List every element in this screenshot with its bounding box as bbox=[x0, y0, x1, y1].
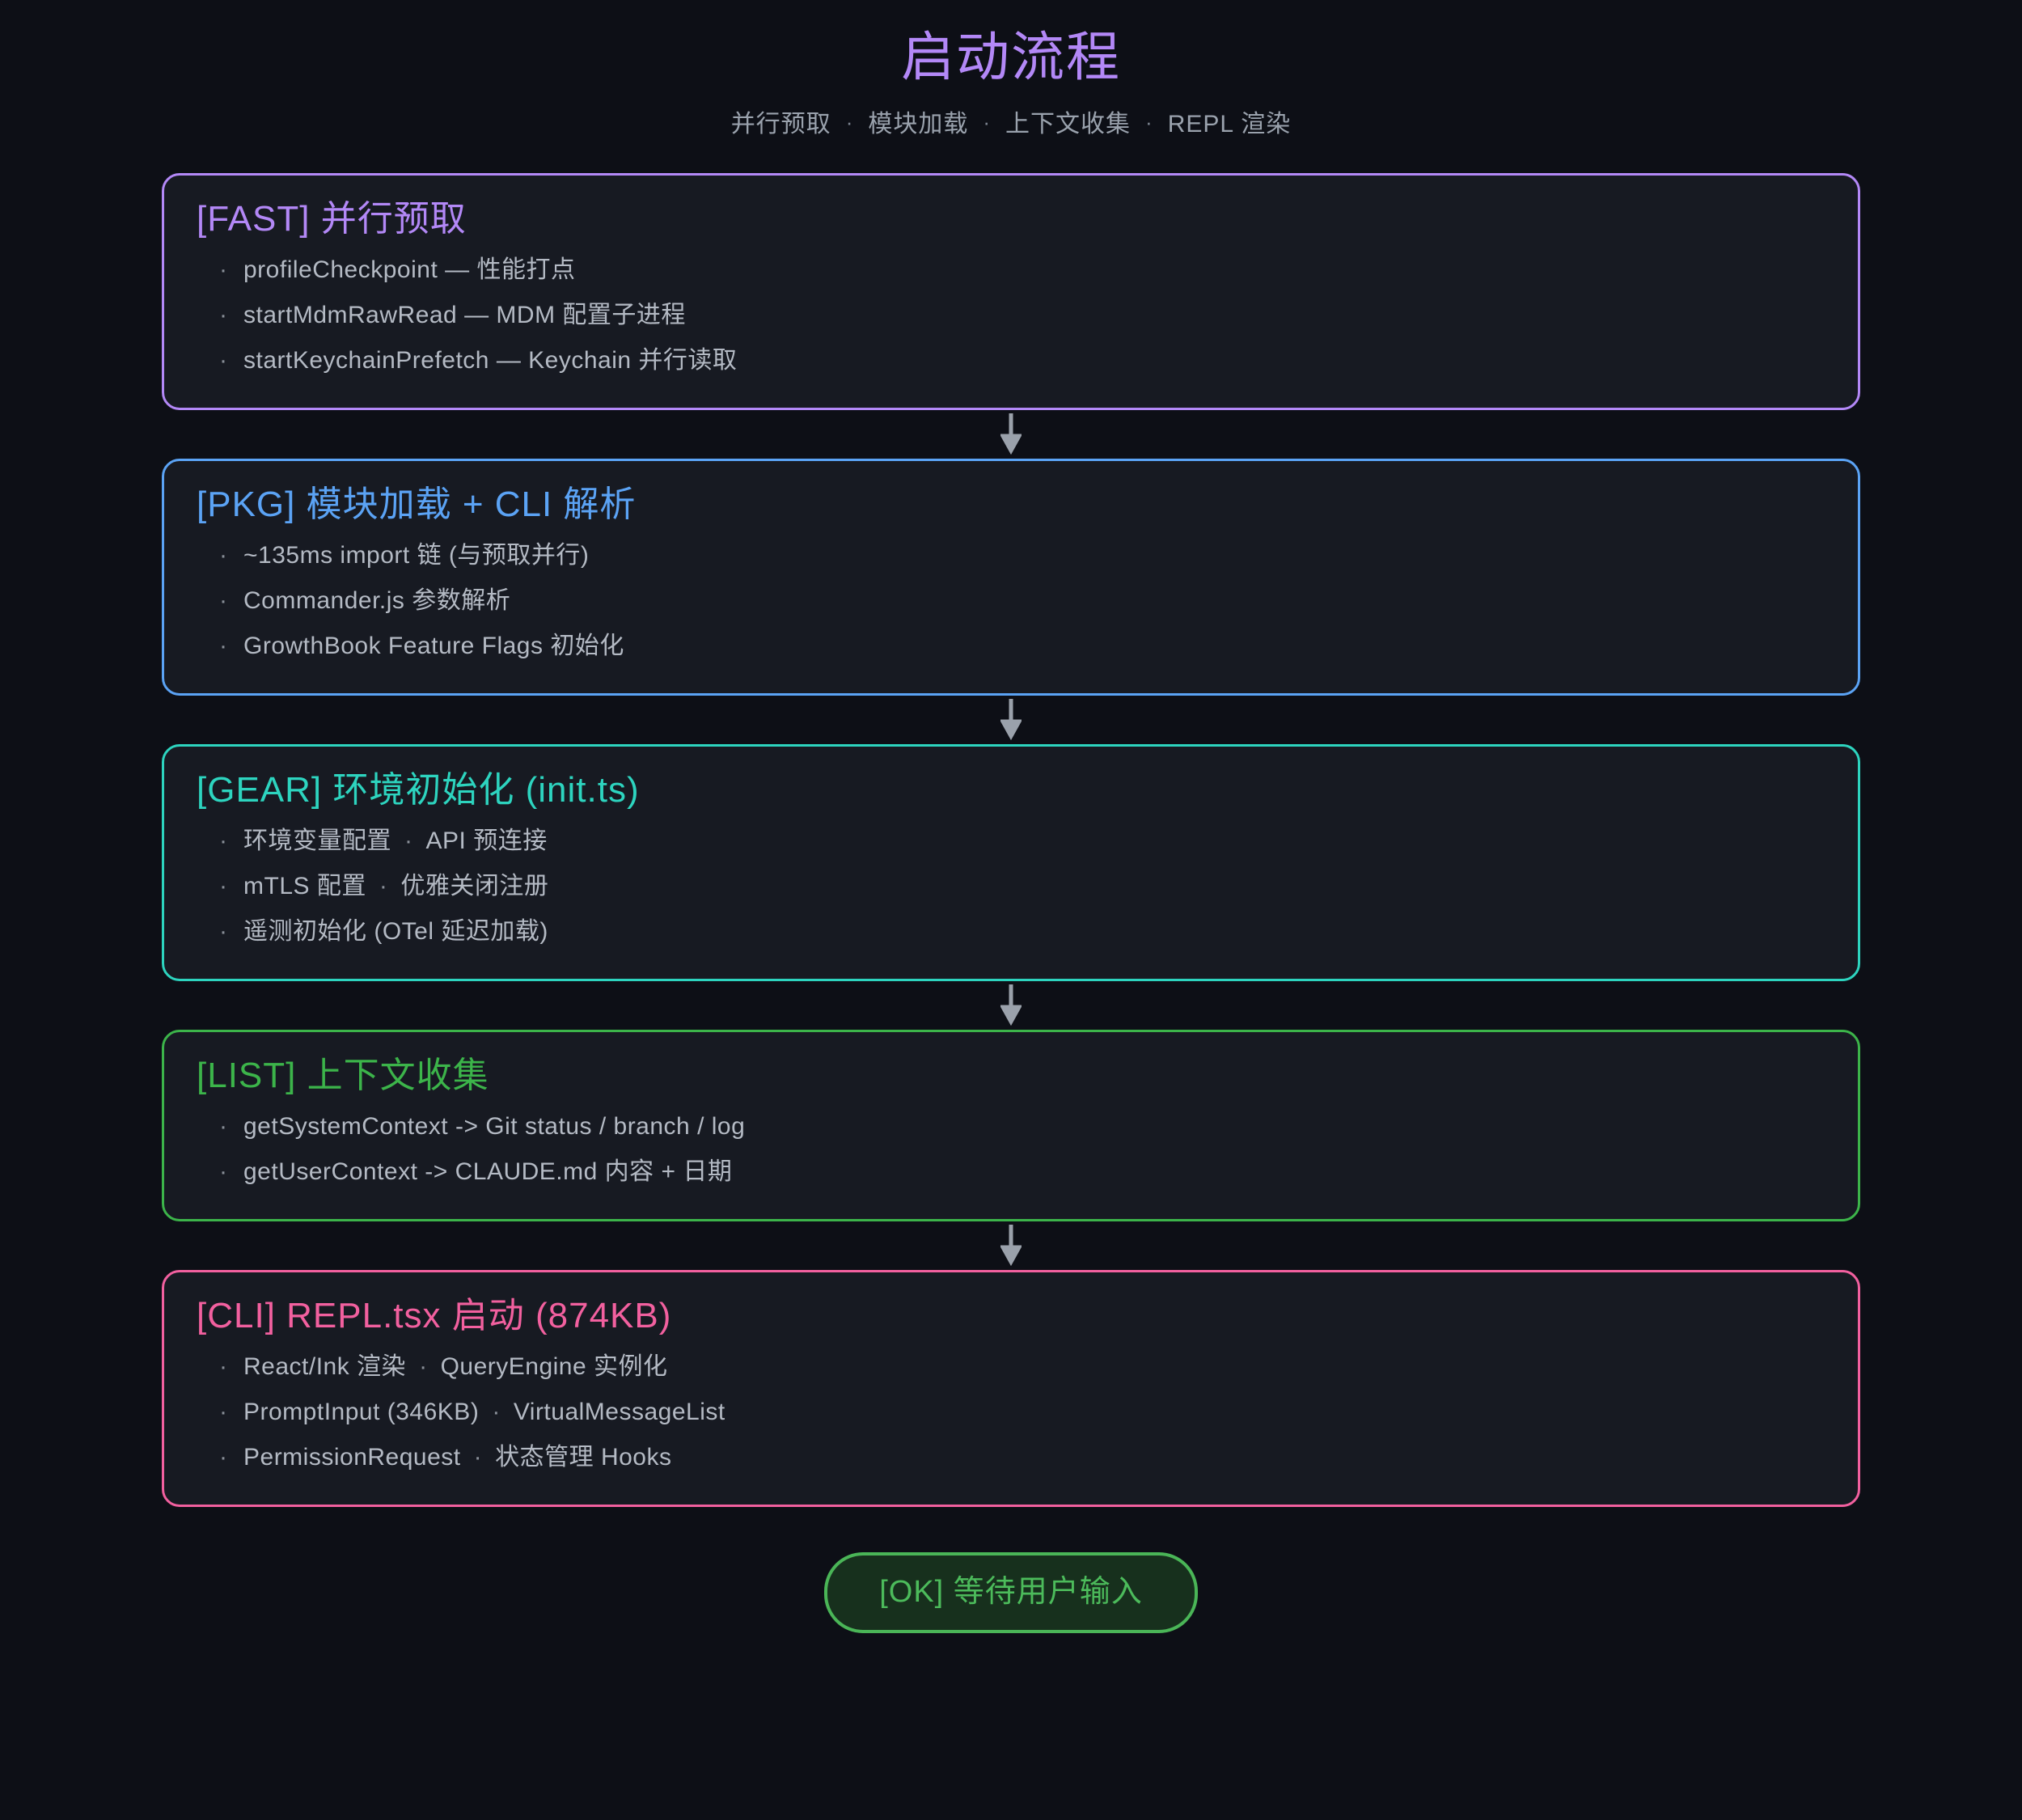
flow-step-card-gear: [GEAR] 环境初始化 (init.ts) · 环境变量配置 · API 预连接 · mT… bbox=[162, 743, 1860, 981]
subtitle-segment: REPL 渲染 bbox=[1167, 110, 1292, 138]
list-item: · PermissionRequest · 状态管理 Hooks bbox=[197, 1435, 1825, 1480]
flow-connector bbox=[162, 981, 1860, 1030]
list-item: · Commander.js 参数解析 bbox=[197, 578, 1825, 624]
list-item: · 遥测初始化 (OTel 延迟加载) bbox=[197, 909, 1825, 954]
diagram-footer: [OK] 等待用户输入 bbox=[0, 1507, 2022, 1633]
list-item-text: API 预连接 bbox=[425, 827, 548, 854]
arrow-down-icon bbox=[1000, 698, 1022, 741]
bullet-dot-icon: · bbox=[219, 1158, 228, 1185]
list-item-text: VirtualMessageList bbox=[513, 1398, 725, 1425]
bullet-dot-icon: · bbox=[219, 872, 228, 899]
list-item: · React/Ink 渲染 · QueryEngine 实例化 bbox=[197, 1344, 1825, 1390]
list-item-text: startKeychainPrefetch — Keychain 并行读取 bbox=[243, 346, 738, 374]
flow-step-title: [CLI] REPL.tsx 启动 (874KB) bbox=[197, 1295, 672, 1335]
list-item-text: mTLS 配置 bbox=[243, 872, 366, 899]
inline-separator: · bbox=[473, 1443, 483, 1471]
bullet-dot-icon: · bbox=[219, 827, 228, 854]
list-item-text: Commander.js 参数解析 bbox=[243, 586, 511, 614]
subtitle-separator: · bbox=[1145, 109, 1153, 134]
list-item-text: getSystemContext -> Git status / branch … bbox=[243, 1112, 746, 1140]
inline-separator: · bbox=[404, 827, 413, 854]
inline-separator: · bbox=[492, 1398, 501, 1425]
flow-step-item-list: · React/Ink 渲染 · QueryEngine 实例化 · PromptInpu… bbox=[197, 1344, 1825, 1480]
subtitle-segment: 模块加载 bbox=[868, 110, 969, 138]
bullet-dot-icon: · bbox=[219, 301, 228, 328]
list-item-text: 状态管理 Hooks bbox=[495, 1443, 672, 1471]
subtitle-separator: · bbox=[983, 109, 992, 134]
arrow-down-icon bbox=[1000, 413, 1022, 455]
list-item: · GrowthBook Feature Flags 初始化 bbox=[197, 624, 1825, 669]
flow-step-title: [LIST] 上下文收集 bbox=[197, 1055, 489, 1095]
flow-step-card-list: [LIST] 上下文收集 · getSystemContext -> Git sta… bbox=[162, 1029, 1860, 1221]
flow-step-item-list: · ~135ms import 链 (与预取并行) · Commander.js 参数… bbox=[197, 533, 1825, 669]
flow-step-title: [GEAR] 环境初始化 (init.ts) bbox=[197, 769, 640, 810]
list-item: · 环境变量配置 · API 预连接 bbox=[197, 819, 1825, 864]
bullet-dot-icon: · bbox=[219, 541, 228, 569]
bullet-dot-icon: · bbox=[219, 586, 228, 614]
list-item-text: profileCheckpoint — 性能打点 bbox=[243, 256, 576, 283]
page-title: 启动流程 bbox=[901, 27, 1121, 87]
flow-step-card-fast: [FAST] 并行预取 · profileCheckpoint — 性能打点 · sta… bbox=[162, 172, 1860, 410]
list-item: · ~135ms import 链 (与预取并行) bbox=[197, 533, 1825, 578]
bullet-dot-icon: · bbox=[219, 1112, 228, 1140]
bullet-dot-icon: · bbox=[219, 256, 228, 283]
flow-step-title: [FAST] 并行预取 bbox=[197, 198, 467, 239]
list-item: · startKeychainPrefetch — Keychain 并行读取 bbox=[197, 338, 1825, 383]
flow-step-item-list: · profileCheckpoint — 性能打点 · startMdmRawRea… bbox=[197, 248, 1825, 383]
bullet-dot-icon: · bbox=[219, 917, 228, 945]
list-item: · getSystemContext -> Git status / branch… bbox=[197, 1104, 1825, 1149]
list-item-text: GrowthBook Feature Flags 初始化 bbox=[243, 632, 624, 659]
subtitle-separator: · bbox=[845, 109, 854, 134]
flow-step-card-pkg: [PKG] 模块加载 + CLI 解析 · ~135ms import 链 (与预取… bbox=[162, 458, 1860, 696]
subtitle-segment: 并行预取 bbox=[730, 110, 831, 138]
list-item: · PromptInput (346KB) · VirtualMessageList bbox=[197, 1390, 1825, 1435]
list-item: · profileCheckpoint — 性能打点 bbox=[197, 248, 1825, 293]
list-item-text: ~135ms import 链 (与预取并行) bbox=[243, 541, 590, 569]
flow-step-card-cli: [CLI] REPL.tsx 启动 (874KB) · React/Ink 渲染 · Q… bbox=[162, 1269, 1860, 1507]
list-item-text: startMdmRawRead — MDM 配置子进程 bbox=[243, 301, 686, 328]
flow-connector bbox=[162, 696, 1860, 744]
list-item: · mTLS 配置 · 优雅关闭注册 bbox=[197, 864, 1825, 909]
list-item-text: 优雅关闭注册 bbox=[400, 872, 549, 899]
bullet-dot-icon: · bbox=[219, 1352, 228, 1380]
list-item-text: QueryEngine 实例化 bbox=[440, 1352, 668, 1380]
bullet-dot-icon: · bbox=[219, 1443, 228, 1471]
flow-connector bbox=[162, 1221, 1860, 1270]
list-item-text: PromptInput (346KB) bbox=[243, 1398, 480, 1425]
list-item-text: PermissionRequest bbox=[243, 1443, 461, 1471]
flow-step-item-list: · 环境变量配置 · API 预连接 · mTLS 配置 · 优雅关闭注册 · 遥测初始化 (OT… bbox=[197, 819, 1825, 954]
bullet-dot-icon: · bbox=[219, 346, 228, 374]
inline-separator: · bbox=[419, 1352, 428, 1380]
list-item-text: 环境变量配置 bbox=[243, 827, 391, 854]
list-item-text: getUserContext -> CLAUDE.md 内容 + 日期 bbox=[243, 1158, 733, 1185]
status-badge: [OK] 等待用户输入 bbox=[824, 1551, 1198, 1633]
inline-separator: · bbox=[379, 872, 388, 899]
subtitle-segment: 上下文收集 bbox=[1005, 110, 1132, 138]
list-item-text: 遥测初始化 (OTel 延迟加载) bbox=[243, 917, 548, 945]
bullet-dot-icon: · bbox=[219, 632, 228, 659]
arrow-down-icon bbox=[1000, 984, 1022, 1026]
flow-step-title: [PKG] 模块加载 + CLI 解析 bbox=[197, 484, 637, 524]
flow-steps-container: [FAST] 并行预取 · profileCheckpoint — 性能打点 · sta… bbox=[162, 139, 1860, 1507]
list-item: · getUserContext -> CLAUDE.md 内容 + 日期 bbox=[197, 1149, 1825, 1195]
list-item: · startMdmRawRead — MDM 配置子进程 bbox=[197, 293, 1825, 338]
list-item-text: React/Ink 渲染 bbox=[243, 1352, 407, 1380]
flow-connector bbox=[162, 410, 1860, 459]
flow-step-item-list: · getSystemContext -> Git status / branch… bbox=[197, 1104, 1825, 1195]
arrow-down-icon bbox=[1000, 1224, 1022, 1267]
subtitle: 并行预取 · 模块加载 · 上下文收集 · REPL 渲染 bbox=[0, 104, 2022, 139]
bullet-dot-icon: · bbox=[219, 1398, 228, 1425]
diagram-header: 启动流程 并行预取 · 模块加载 · 上下文收集 · REPL 渲染 bbox=[0, 0, 2022, 139]
